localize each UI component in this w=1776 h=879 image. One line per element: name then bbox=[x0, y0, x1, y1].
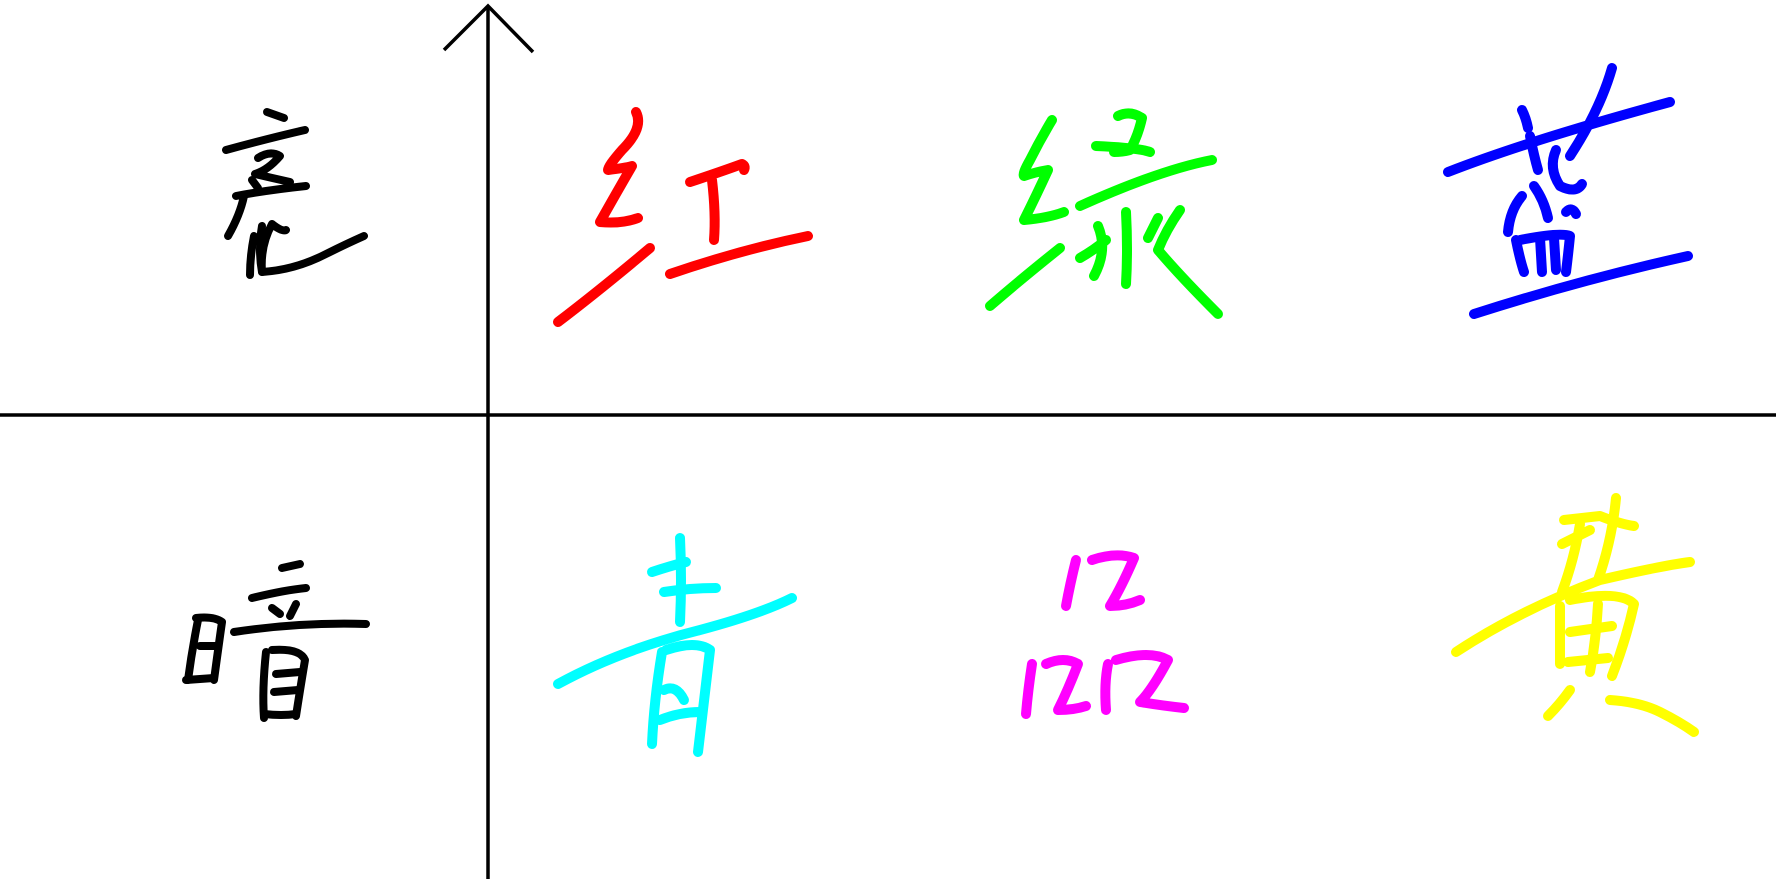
color-word-yellow: 黄 bbox=[1451, 493, 1699, 737]
row-label-dark: 暗 bbox=[182, 560, 370, 722]
color-word-green: 绿 bbox=[985, 108, 1223, 319]
arrow-up-icon bbox=[442, 3, 535, 54]
color-word-red: 红 bbox=[553, 107, 813, 327]
axes bbox=[0, 3, 1776, 879]
color-word-magenta: 品 bbox=[1021, 550, 1189, 719]
color-word-blue: 蓝 bbox=[1443, 63, 1693, 319]
row-label-bright: 亮 bbox=[222, 108, 368, 279]
color-word-cyan: 青 bbox=[553, 533, 797, 757]
